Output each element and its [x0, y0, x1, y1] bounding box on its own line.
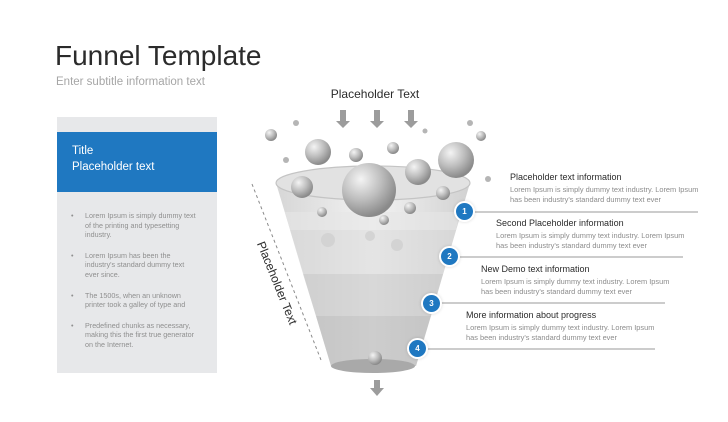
bottom-arrow-icon: [370, 380, 384, 396]
step-badge-3: 3: [423, 295, 440, 312]
side-panel: Title Placeholder text Lorem Ipsum is si…: [57, 117, 217, 373]
side-dashed-line: [251, 183, 322, 361]
down-arrow-icons: [336, 110, 418, 128]
step-badge-4: 4: [409, 340, 426, 357]
step-description-3: Lorem Ipsum is simply dummy text industr…: [481, 277, 670, 296]
bullet-item: Lorem Ipsum has been the industry's stan…: [69, 251, 199, 280]
side-panel-header: Title Placeholder text: [57, 132, 217, 192]
side-panel-subtitle: Placeholder text: [72, 161, 155, 173]
side-panel-bullets: Lorem Ipsum is simply dummy text of the …: [69, 211, 199, 361]
step-description-2: Lorem Ipsum is simply dummy text industr…: [496, 231, 685, 250]
funnel-top-label: Placeholder Text: [330, 87, 420, 101]
page-subtitle: Enter subtitle information text: [56, 76, 205, 88]
page-title: Funnel Template: [55, 40, 262, 71]
step-title-2: Second Placeholder information: [496, 218, 624, 228]
step-title-3: New Demo text information: [481, 264, 590, 274]
side-panel-title: Title: [72, 145, 94, 157]
bullet-item: Lorem Ipsum is simply dummy text of the …: [69, 211, 199, 240]
step-title-4: More information about progress: [466, 310, 597, 320]
step-description-4: Lorem Ipsum is simply dummy text industr…: [466, 323, 655, 342]
step-badge-1: 1: [456, 203, 473, 220]
step-badge-2: 2: [441, 248, 458, 265]
step-connector-lines: [418, 211, 698, 350]
funnel-balls: [265, 120, 491, 365]
step-title-1: Placeholder text information: [510, 172, 622, 182]
bullet-item: Predefined chunks as necessary, making t…: [69, 321, 199, 350]
step-description-1: Lorem Ipsum is simply dummy text industr…: [510, 185, 699, 204]
bullet-item: The 1500s, when an unknown printer took …: [69, 291, 199, 310]
